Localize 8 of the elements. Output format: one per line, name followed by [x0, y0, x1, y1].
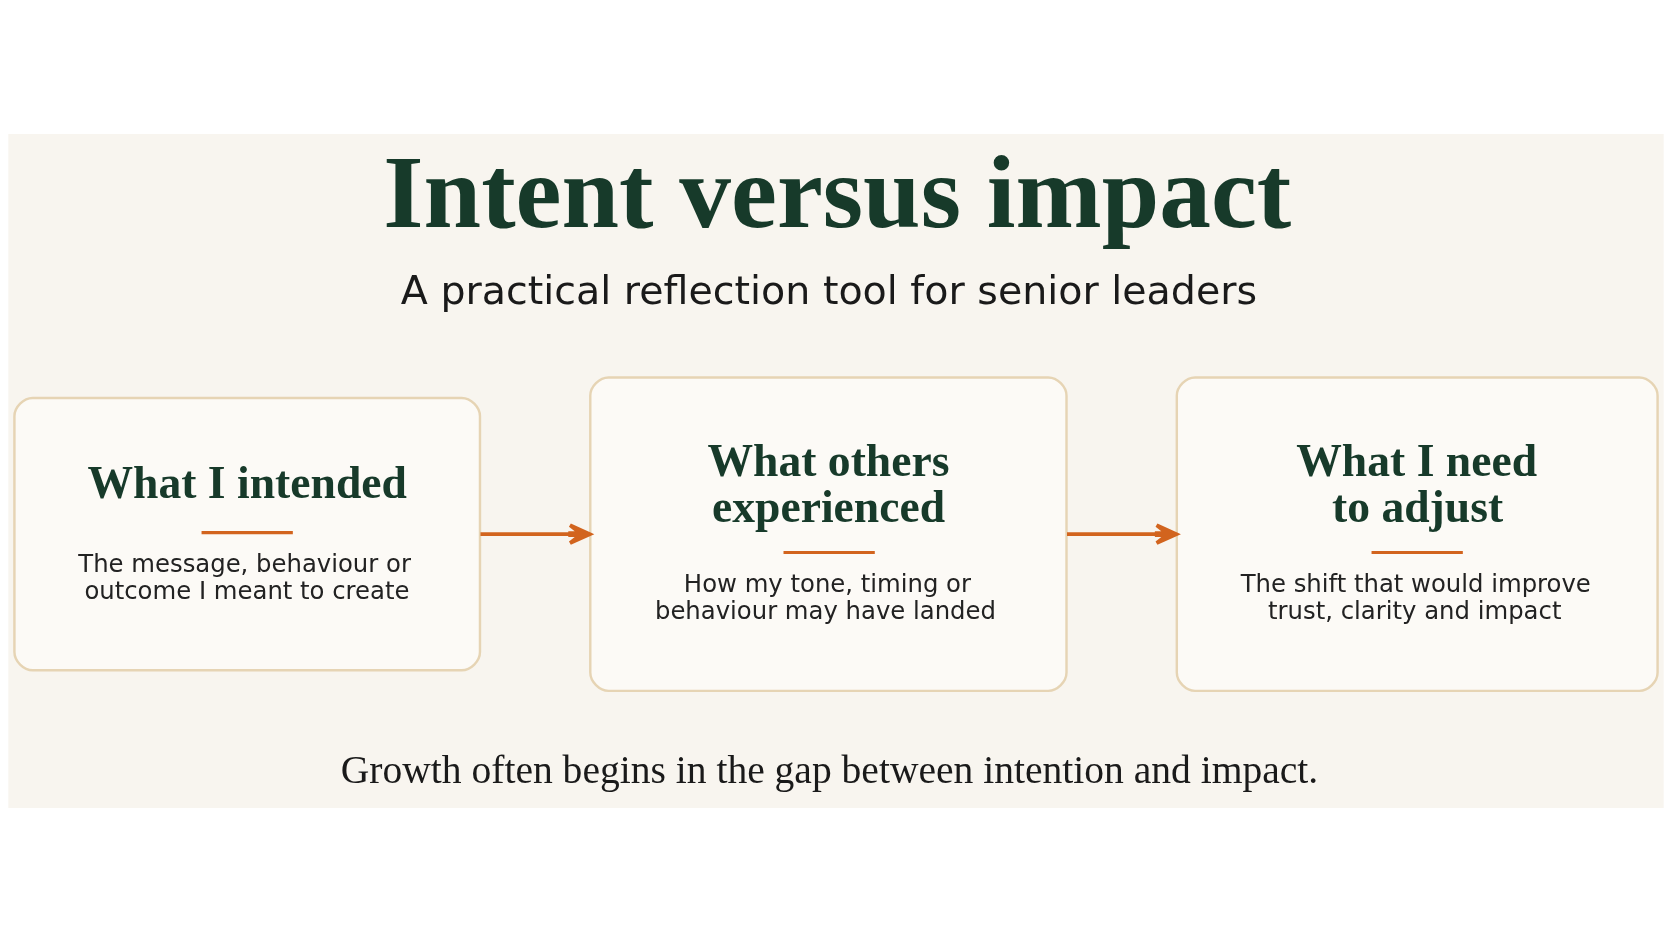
arrow: [480, 522, 592, 545]
node-box: What I need to adjust The shift that would improve trust, clarity and impact: [1175, 375, 1659, 692]
diagram-title: Intent versus impact: [383, 134, 1292, 249]
label: A practical reflection tool for senior leaders: [400, 266, 1258, 313]
caption: Growth often begins in the gap between intention and impact.: [340, 747, 1319, 792]
node-box: What others experienced How my tone, timing or behaviour may have landed: [589, 375, 1068, 692]
arrow: [1067, 522, 1179, 545]
node-box: What I intended The message, behaviour or outcome I meant to create: [13, 396, 482, 672]
